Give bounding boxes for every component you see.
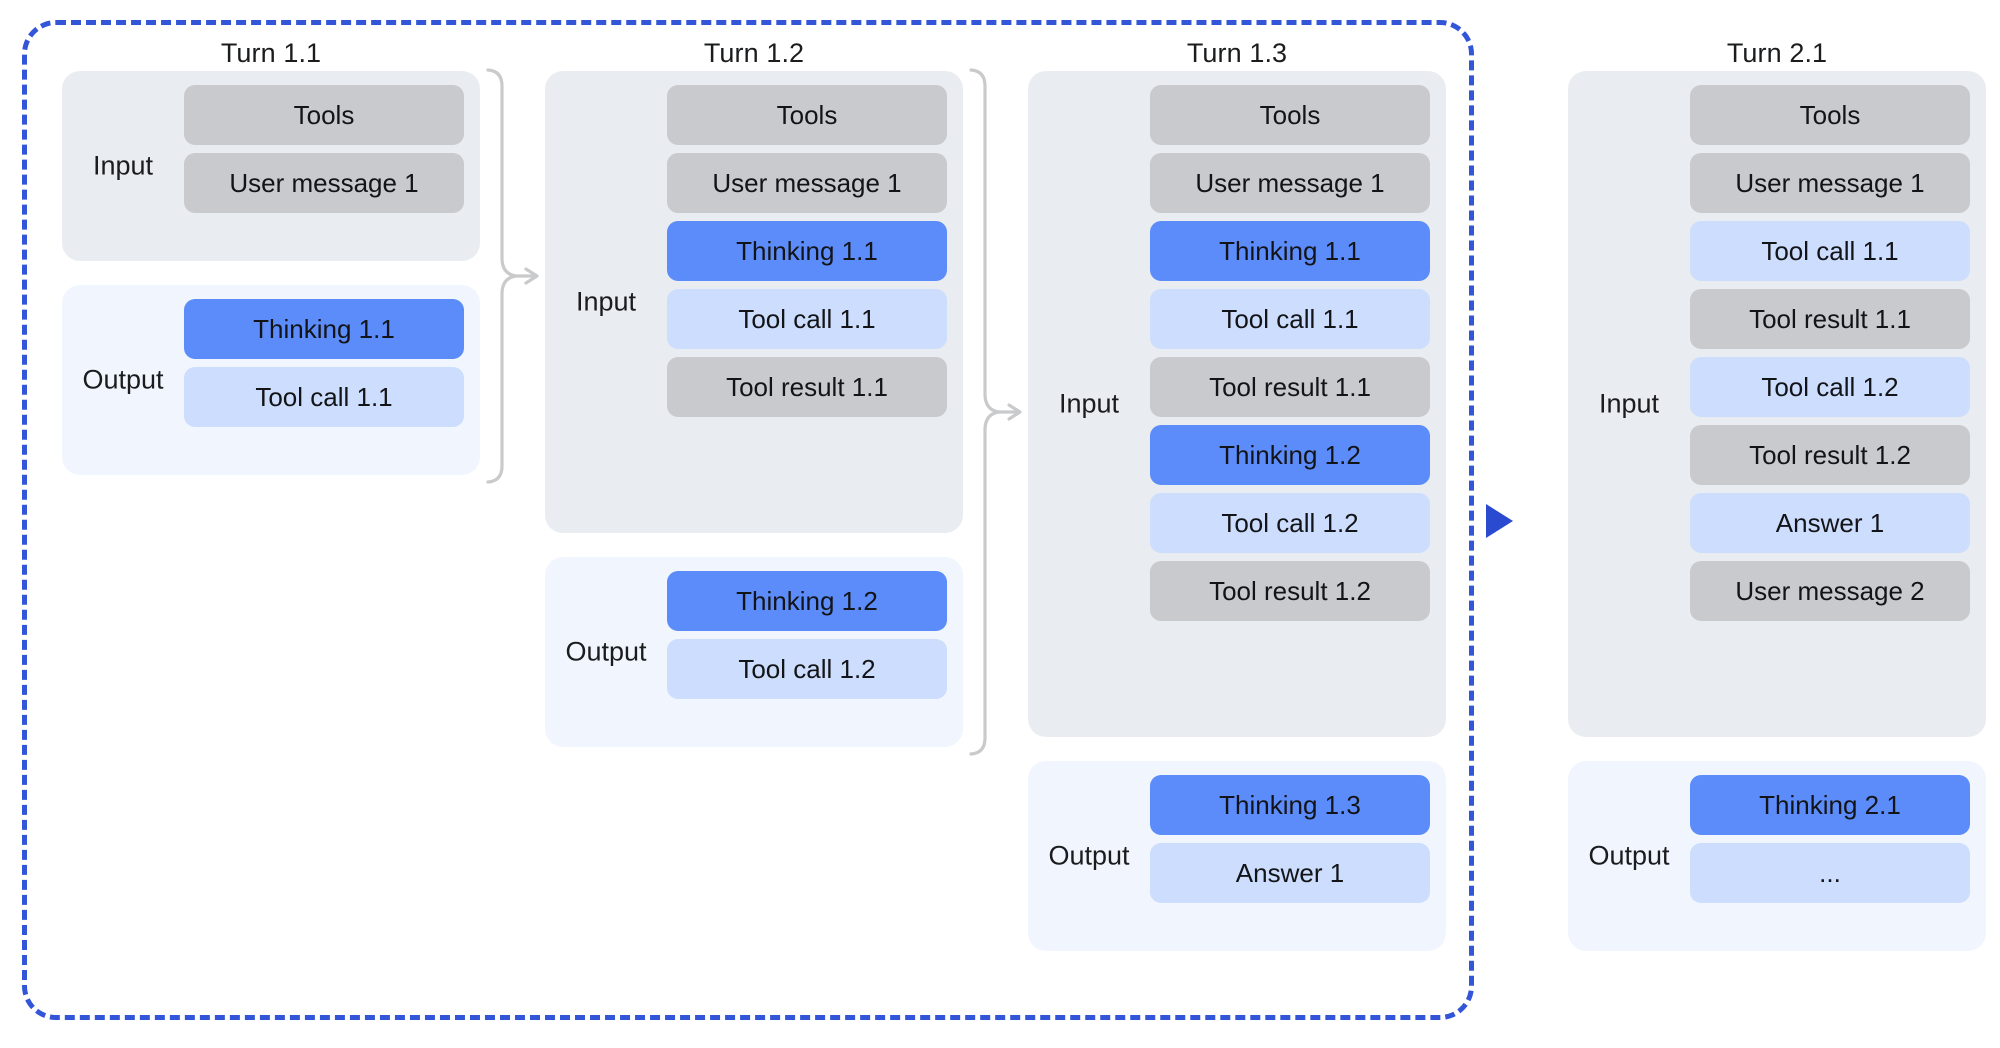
tool-call-item[interactable]: Tool call 1.2 [667, 639, 947, 699]
tool-result-item[interactable]: Tool result 1.2 [1690, 425, 1970, 485]
tool-call-item[interactable]: Tool call 1.1 [184, 367, 464, 427]
tool-result-item[interactable]: Tool result 1.1 [1690, 289, 1970, 349]
output-panel-turn-1-2: Output Thinking 1.2 Tool call 1.2 [545, 557, 963, 747]
tool-result-item[interactable]: Tool result 1.1 [1150, 357, 1430, 417]
tool-call-item[interactable]: Tool call 1.1 [1690, 221, 1970, 281]
output-panel-turn-1-1: Output Thinking 1.1 Tool call 1.1 [62, 285, 480, 475]
context-item[interactable]: User message 1 [667, 153, 947, 213]
session-to-next-turn-arrow-icon [1486, 504, 1513, 538]
output-items-turn-2-1: Thinking 2.1 ... [1690, 775, 1970, 903]
answer-item[interactable]: Answer 1 [1690, 493, 1970, 553]
context-item[interactable]: User message 1 [1690, 153, 1970, 213]
tool-result-item[interactable]: Tool result 1.1 [667, 357, 947, 417]
thinking-item[interactable]: Thinking 1.1 [1150, 221, 1430, 281]
column-title-turn-2-1: Turn 2.1 [1726, 38, 1828, 68]
thinking-item[interactable]: Thinking 1.2 [1150, 425, 1430, 485]
input-label-turn-2-1: Input [1598, 388, 1660, 419]
output-panel-turn-2-1: Output Thinking 2.1 ... [1568, 761, 1986, 951]
input-label-turn-1-1: Input [92, 150, 154, 181]
context-item[interactable]: Tools [184, 85, 464, 145]
input-label-turn-1-2: Input [575, 286, 637, 317]
input-items-turn-1-3: Tools User message 1 Thinking 1.1 Tool c… [1150, 85, 1430, 621]
input-panel-turn-2-1: Input Tools User message 1 Tool call 1.1… [1568, 71, 1986, 737]
tool-result-item[interactable]: Tool result 1.2 [1150, 561, 1430, 621]
column-title-turn-1-2: Turn 1.2 [703, 38, 805, 68]
output-label-turn-1-2: Output [565, 636, 647, 667]
thinking-item[interactable]: Thinking 1.1 [184, 299, 464, 359]
output-items-turn-1-3: Thinking 1.3 Answer 1 [1150, 775, 1430, 903]
input-panel-turn-1-2: Input Tools User message 1 Thinking 1.1 … [545, 71, 963, 533]
context-item[interactable]: User message 1 [184, 153, 464, 213]
input-label-turn-1-3: Input [1058, 388, 1120, 419]
output-label-turn-1-1: Output [82, 364, 164, 395]
input-panel-turn-1-1: Input Tools User message 1 [62, 71, 480, 261]
output-items-turn-1-1: Thinking 1.1 Tool call 1.1 [184, 299, 464, 427]
thinking-item[interactable]: Thinking 1.2 [667, 571, 947, 631]
context-item[interactable]: User message 2 [1690, 561, 1970, 621]
brace-turn-1-2-to-1-3 [965, 66, 1025, 758]
tool-call-item[interactable]: Tool call 1.1 [667, 289, 947, 349]
context-item[interactable]: Tools [667, 85, 947, 145]
context-item[interactable]: User message 1 [1150, 153, 1430, 213]
ellipsis-item[interactable]: ... [1690, 843, 1970, 903]
input-panel-turn-1-3: Input Tools User message 1 Thinking 1.1 … [1028, 71, 1446, 737]
input-items-turn-2-1: Tools User message 1 Tool call 1.1 Tool … [1690, 85, 1970, 621]
context-item[interactable]: Tools [1150, 85, 1430, 145]
output-label-turn-2-1: Output [1588, 840, 1670, 871]
output-label-turn-1-3: Output [1048, 840, 1130, 871]
thinking-item[interactable]: Thinking 1.3 [1150, 775, 1430, 835]
input-items-turn-1-1: Tools User message 1 [184, 85, 464, 213]
tool-call-item[interactable]: Tool call 1.1 [1150, 289, 1430, 349]
thinking-item[interactable]: Thinking 2.1 [1690, 775, 1970, 835]
tool-call-item[interactable]: Tool call 1.2 [1690, 357, 1970, 417]
tool-call-item[interactable]: Tool call 1.2 [1150, 493, 1430, 553]
session-boundary-turn-1 [22, 20, 1474, 1020]
column-title-turn-1-3: Turn 1.3 [1186, 38, 1288, 68]
thinking-item[interactable]: Thinking 1.1 [667, 221, 947, 281]
column-title-turn-1-1: Turn 1.1 [220, 38, 322, 68]
answer-item[interactable]: Answer 1 [1150, 843, 1430, 903]
output-panel-turn-1-3: Output Thinking 1.3 Answer 1 [1028, 761, 1446, 951]
input-items-turn-1-2: Tools User message 1 Thinking 1.1 Tool c… [667, 85, 947, 417]
context-item[interactable]: Tools [1690, 85, 1970, 145]
output-items-turn-1-2: Thinking 1.2 Tool call 1.2 [667, 571, 947, 699]
brace-turn-1-1-to-1-2 [482, 66, 542, 486]
